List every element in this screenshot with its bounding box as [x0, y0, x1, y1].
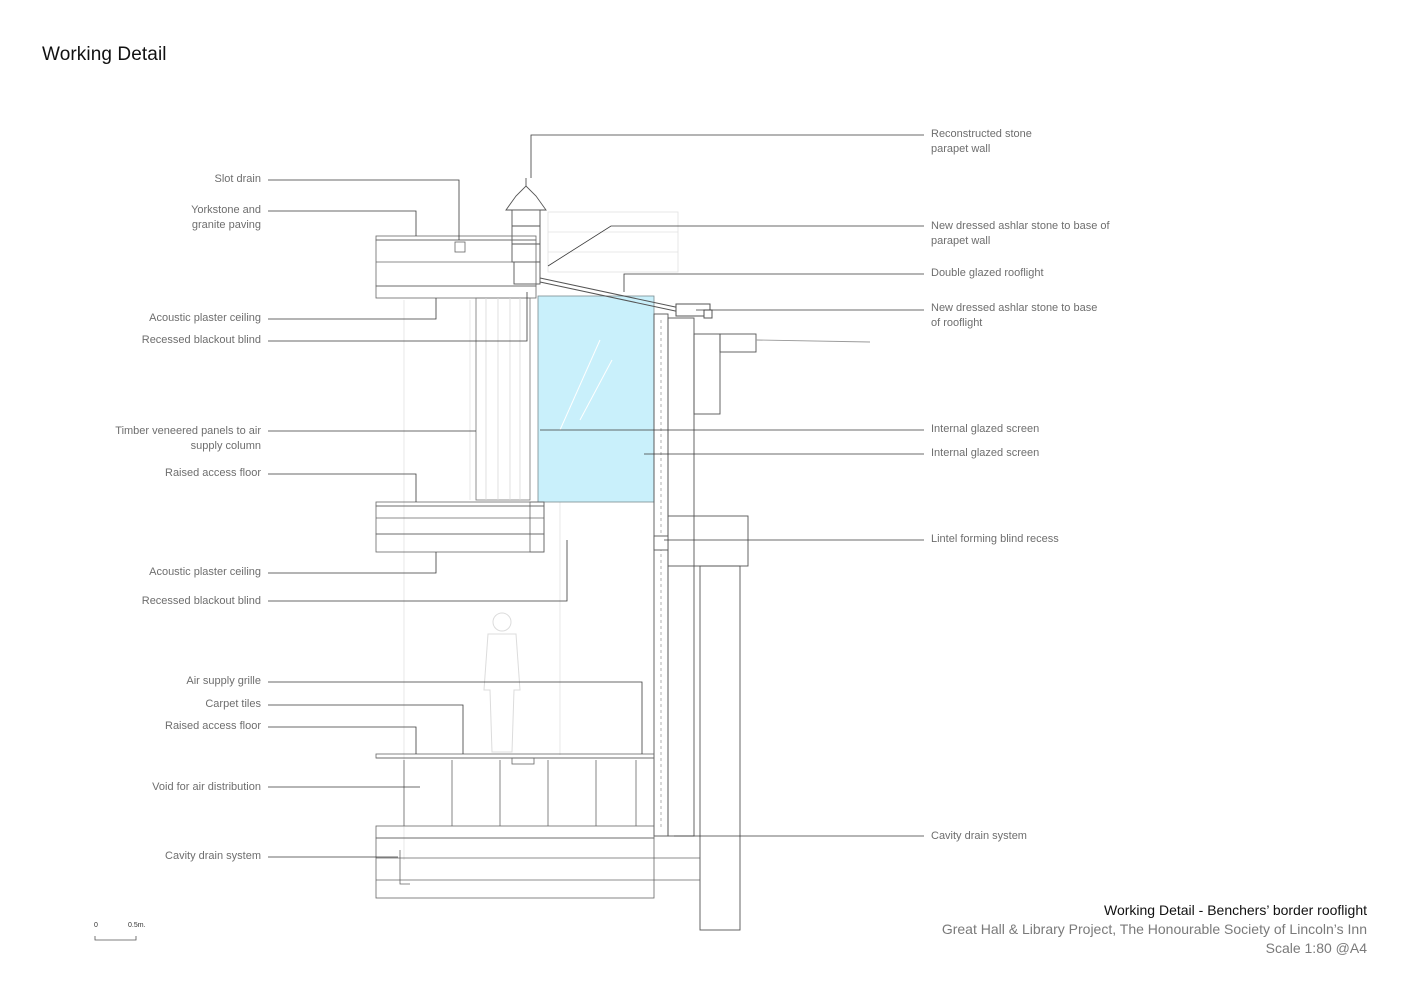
title-block: Working Detail - Benchers’ border roofli… [942, 901, 1367, 958]
label-double-glazed-rooflight: Double glazed rooflight [931, 267, 1044, 279]
label-slot-drain: Slot drain [214, 173, 261, 185]
title-block-scale: Scale 1:80 @A4 [1265, 940, 1367, 956]
parapet-wall-shape [505, 178, 547, 285]
label-glazed-screen-1: Internal glazed screen [931, 423, 1040, 435]
lower-floor [375, 753, 700, 899]
rooflight-shape [539, 277, 713, 319]
leader-lines-right [530, 134, 924, 837]
middle-slab [375, 501, 545, 553]
label-raised-floor-upper: Raised access floor [165, 467, 261, 479]
label-parapet-wall: Reconstructed stone parapet wall [931, 128, 1032, 155]
label-ashlar-parapet: New dressed ashlar stone to base of para… [931, 220, 1110, 247]
label-yorkstone-paving: Yorkstone and granite paving [191, 204, 261, 231]
human-figure-outline [483, 612, 521, 753]
label-cavity-drain-right: Cavity drain system [931, 830, 1027, 842]
label-air-supply-grille: Air supply grille [186, 675, 261, 687]
scale-bar-line [94, 936, 137, 941]
external-wall [653, 313, 871, 931]
upper-slab [375, 235, 537, 299]
label-timber-panels: Timber veneered panels to air supply col… [115, 425, 261, 452]
label-ashlar-rooflight: New dressed ashlar stone to base of roof… [931, 302, 1098, 329]
leader-lines-left [268, 179, 643, 858]
label-lintel-blind-recess: Lintel forming blind recess [931, 533, 1059, 545]
label-void-air-distribution: Void for air distribution [152, 781, 261, 793]
label-carpet-tiles: Carpet tiles [205, 698, 261, 710]
label-acoustic-ceiling-upper: Acoustic plaster ceiling [149, 312, 261, 324]
scale-bar: 0 0.5m. [94, 922, 154, 946]
label-glazed-screen-2: Internal glazed screen [931, 447, 1040, 459]
label-acoustic-ceiling-lower: Acoustic plaster ceiling [149, 566, 261, 578]
page-title: Working Detail [42, 44, 167, 65]
title-block-heading: Working Detail - Benchers’ border roofli… [1103, 902, 1367, 918]
label-blackout-blind-lower: Recessed blackout blind [141, 595, 261, 607]
timber-column [475, 297, 531, 501]
label-raised-floor-lower: Raised access floor [165, 720, 261, 732]
scale-bar-start: 0 [94, 922, 98, 929]
title-block-project: Great Hall & Library Project, The Honour… [941, 921, 1367, 937]
label-cavity-drain-left: Cavity drain system [165, 850, 261, 862]
scale-bar-end: 0.5m. [128, 922, 146, 929]
label-blackout-blind-upper: Recessed blackout blind [141, 334, 261, 346]
glazed-screen-fill [537, 295, 655, 503]
